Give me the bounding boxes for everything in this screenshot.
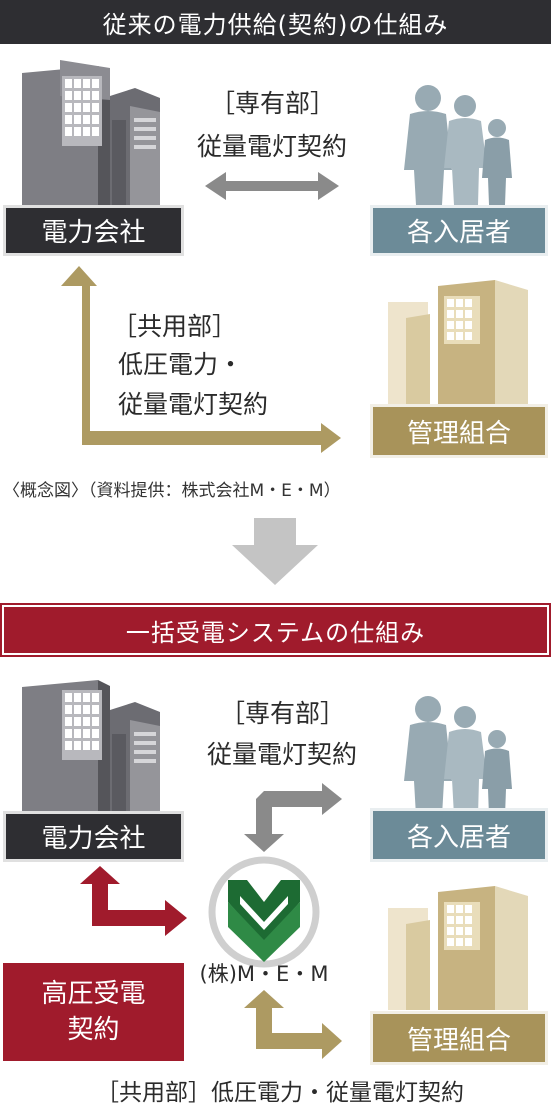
- building-beige-icon: [388, 280, 528, 404]
- residents-box: 各入居者: [370, 205, 548, 256]
- building-beige-icon-2: [388, 886, 528, 1010]
- building-gray-icon-2: [22, 680, 160, 819]
- residents-box-2: 各入居者: [370, 808, 548, 862]
- private-contract-label-2: 従量電灯契約: [206, 740, 357, 769]
- mem-logo-icon: [208, 856, 320, 968]
- double-arrow-gray: [205, 172, 339, 200]
- arrow-red-power-mem: [80, 866, 187, 936]
- arrow-gold-mem-union: [244, 990, 342, 1059]
- power-company-box: 電力会社: [3, 205, 184, 256]
- hv-contract-line1: 高圧受電: [41, 979, 146, 1009]
- mem-label: (株)M・E・M: [199, 962, 329, 986]
- common-area-label: ［共用部］: [112, 312, 238, 341]
- high-voltage-contract-box: 高圧受電 契約: [3, 963, 184, 1061]
- family-silhouette-icon: [404, 85, 512, 205]
- concept-caption: 〈概念図〉（資料提供：株式会社M・E・M）: [3, 481, 341, 501]
- private-contract-label: 従量電灯契約: [196, 132, 347, 161]
- management-union-box: 管理組合: [370, 404, 548, 458]
- transition-arrow-down: [232, 518, 318, 585]
- family-silhouette-icon-2: [404, 696, 512, 816]
- common-area-note: ［共用部］低圧電力・従量電灯契約: [96, 1080, 464, 1106]
- building-gray-icon: [22, 60, 160, 205]
- section1-title: 従来の電力供給(契約)の仕組み: [0, 0, 551, 44]
- private-area-label: ［専有部］: [209, 89, 335, 118]
- l-arrow-gold: [61, 266, 341, 453]
- common-contract-line2: 従量電灯契約: [118, 390, 269, 419]
- common-contract-line1: 低圧電力・: [118, 350, 244, 379]
- arrow-gray-mem-residents: [244, 783, 342, 852]
- management-union-box-2: 管理組合: [370, 1011, 548, 1065]
- hv-contract-line2: 契約: [67, 1015, 120, 1045]
- power-company-box-2: 電力会社: [3, 811, 184, 862]
- private-area-label-2: ［専有部］: [219, 699, 345, 728]
- section2-title: 一括受電システムの仕組み: [0, 603, 551, 657]
